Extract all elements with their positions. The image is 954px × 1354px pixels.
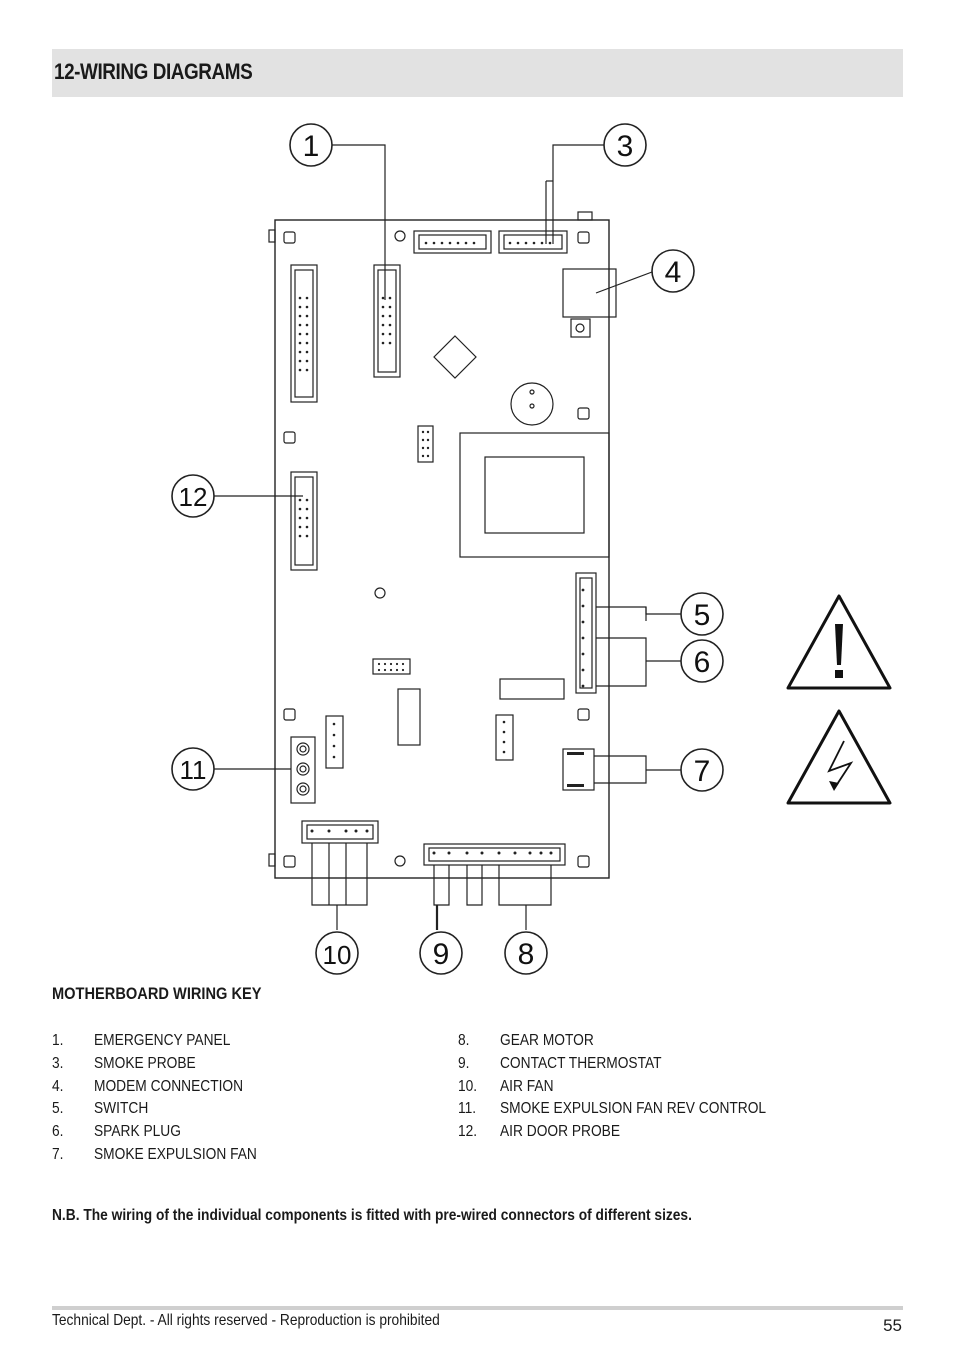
transformer bbox=[459, 432, 610, 558]
callout-9-circle bbox=[419, 931, 463, 975]
section-title: 12-WIRING DIAGRAMS bbox=[54, 59, 253, 84]
smoke-fan-connector bbox=[562, 748, 595, 791]
air-door-probe-connector bbox=[290, 471, 318, 571]
pin-col-small-left bbox=[332, 722, 336, 759]
callout-1: 1 bbox=[303, 130, 320, 163]
wiring-note: N.B. The wiring of the individual compon… bbox=[52, 1207, 692, 1224]
callout-5: 5 bbox=[694, 599, 711, 632]
switch-sparkplug-connector bbox=[575, 572, 597, 694]
emergency-panel-connector bbox=[373, 264, 401, 378]
pin-grid-small bbox=[421, 430, 430, 458]
pin-row-top-a bbox=[424, 241, 476, 245]
footer-text: Technical Dept. - All rights reserved - … bbox=[52, 1312, 440, 1329]
callout-4: 4 bbox=[665, 256, 682, 289]
callout-3-circle bbox=[603, 123, 647, 167]
wiring-diagram: 1 3 4 5 6 7 8 9 10 11 12 bbox=[171, 123, 892, 975]
warning-exclamation-icon bbox=[786, 594, 892, 690]
callout-5-circle bbox=[680, 592, 724, 636]
top-connector-a bbox=[413, 230, 492, 254]
callout-8-circle bbox=[504, 931, 548, 975]
callout-6-circle bbox=[680, 639, 724, 683]
callout-3: 3 bbox=[617, 130, 634, 163]
callout-8: 8 bbox=[518, 938, 535, 971]
pin-row-airfan bbox=[310, 829, 369, 833]
pin-row-gearmotor bbox=[432, 851, 553, 855]
callout-6: 6 bbox=[694, 646, 711, 679]
callout-10-circle bbox=[315, 931, 359, 975]
pin-col-small-mid bbox=[502, 720, 506, 754]
callout-11-circle bbox=[171, 747, 215, 791]
gear-motor-thermostat-connector bbox=[423, 843, 566, 866]
callout-11: 11 bbox=[180, 755, 207, 785]
callout-7-circle bbox=[680, 748, 724, 792]
pin-grid-emergency bbox=[381, 296, 392, 345]
pin-row-small-h bbox=[377, 662, 405, 672]
pin-grid-airdoor bbox=[298, 498, 309, 538]
callout-7: 7 bbox=[694, 755, 711, 788]
callout-4-circle bbox=[651, 249, 695, 293]
ribbon-connector-left bbox=[290, 264, 318, 403]
callout-1-circle bbox=[289, 123, 333, 167]
callout-10: 10 bbox=[323, 940, 352, 970]
air-fan-connector bbox=[301, 820, 379, 844]
callout-9: 9 bbox=[433, 938, 450, 971]
section-header: 12-WIRING DIAGRAMS bbox=[52, 49, 903, 97]
pin-col-right bbox=[581, 588, 585, 688]
rev-control-terminal bbox=[290, 736, 316, 804]
wiring-key-title: MOTHERBOARD WIRING KEY bbox=[52, 984, 262, 1003]
smoke-probe-connector bbox=[498, 230, 568, 254]
page-number: 55 bbox=[883, 1316, 902, 1335]
motherboard-outline bbox=[274, 219, 610, 879]
buzzer bbox=[510, 382, 554, 426]
pin-row-top-b bbox=[508, 241, 552, 245]
pin-grid-left bbox=[298, 296, 309, 372]
modem-connector bbox=[562, 268, 617, 318]
footer-divider bbox=[52, 1306, 903, 1310]
chip-diamond bbox=[433, 335, 477, 379]
electrical-hazard-icon bbox=[786, 709, 892, 805]
callout-12: 12 bbox=[179, 482, 208, 512]
callout-12-circle bbox=[171, 474, 215, 518]
